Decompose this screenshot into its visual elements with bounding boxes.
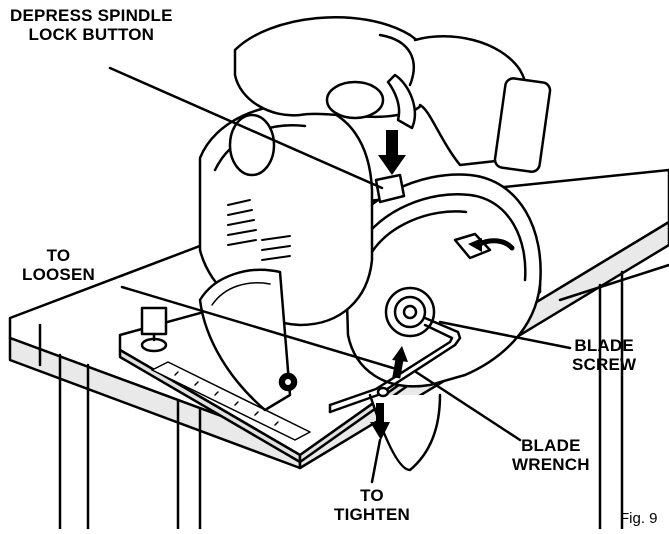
label-spindle-lock-line2: LOCK BUTTON	[28, 25, 155, 44]
trigger	[386, 73, 417, 130]
label-blade-wrench-line1: BLADE	[521, 436, 581, 455]
arrow-loosen	[392, 346, 408, 379]
label-blade-screw-line1: BLADE	[574, 336, 634, 355]
label-blade-screw-line2: SCREW	[572, 355, 637, 374]
battery-pack	[493, 77, 552, 173]
label-to-loosen-line2: LOOSEN	[22, 265, 95, 284]
label-to-tighten-line1: TO	[360, 486, 384, 505]
arrow-tighten	[370, 403, 390, 440]
leader-to-tighten	[370, 438, 382, 484]
leader-to-loosen	[120, 285, 395, 370]
label-blade-wrench: BLADE WRENCH	[512, 436, 590, 474]
blade-guard	[343, 173, 542, 388]
motor-housing	[198, 103, 374, 327]
spindle-lock-button	[374, 173, 406, 204]
label-to-loosen: TO LOOSEN	[22, 246, 95, 284]
figure-label: Fig. 9	[620, 510, 658, 527]
depth-scale	[151, 361, 311, 441]
label-to-loosen-line1: TO	[46, 246, 71, 265]
saw-handle	[233, 15, 552, 173]
label-to-tighten: TO TIGHTEN	[334, 486, 410, 524]
leader-blade-screw	[438, 320, 572, 350]
leader-lines	[108, 66, 572, 484]
motor-vents	[227, 199, 291, 261]
arrow-press-down	[378, 130, 406, 175]
arrow-rotation	[468, 238, 515, 252]
label-blade-screw: BLADE SCREW	[572, 336, 636, 374]
blade-wrench	[328, 316, 462, 414]
front-knob	[140, 306, 168, 353]
depth-adjust-bracket	[198, 268, 298, 412]
label-spindle-lock: DEPRESS SPINDLE LOCK BUTTON	[10, 6, 173, 44]
label-spindle-lock-line1: DEPRESS SPINDLE	[10, 6, 173, 25]
label-blade-wrench-line2: WRENCH	[512, 455, 590, 474]
label-to-tighten-line2: TIGHTEN	[334, 505, 411, 524]
leader-spindle-lock	[108, 66, 384, 190]
blade-screw	[384, 286, 436, 338]
leader-blade-wrench	[414, 370, 522, 442]
